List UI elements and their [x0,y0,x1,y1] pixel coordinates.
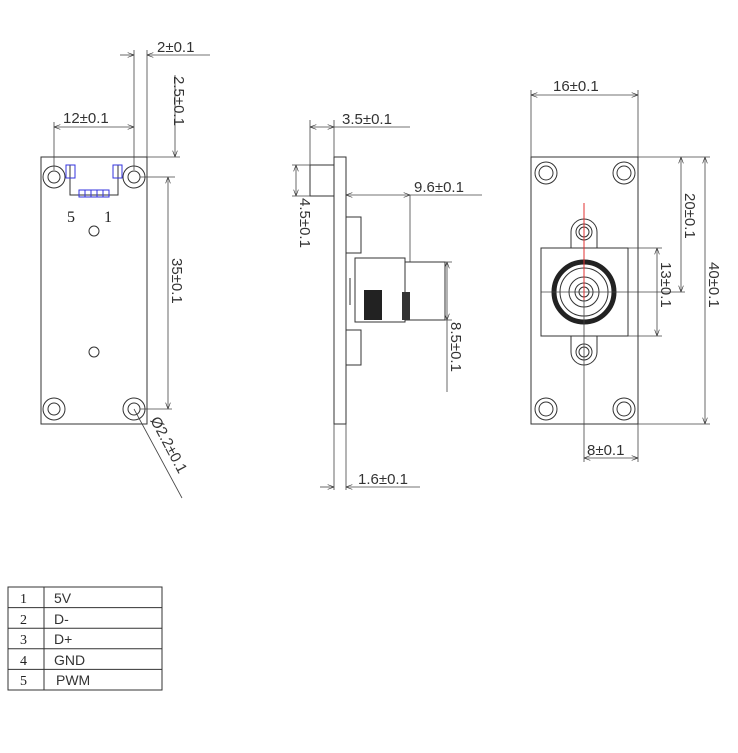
svg-text:D-: D- [54,611,69,627]
svg-text:D+: D+ [54,631,72,647]
svg-text:3: 3 [20,633,27,648]
component-circle [88,225,100,237]
dim-connector-depth: 3.5±0.1 [342,111,392,128]
svg-text:PWM: PWM [56,672,90,688]
svg-text:GND: GND [54,652,85,668]
pinout-table: 1 5V 2 D- 3 D+ 4 GND 5 PWM [7,586,163,691]
dim-lens-depth: 9.6±0.1 [414,179,464,196]
svg-text:5: 5 [20,674,27,689]
back-view: 16±0.1 20±0.1 40±0.1 13±0.1 8±0.1 [530,78,722,462]
pin5-label: 5 [67,209,75,226]
svg-text:1: 1 [20,592,27,607]
dim-width: 16±0.1 [553,78,599,95]
dim-board-thickness: 1.6±0.1 [358,471,408,488]
component-circle [88,346,100,358]
pcb-outline [530,156,639,425]
pinout-row: 1 5V [20,590,72,607]
pinout-row: 2 D- [20,611,69,628]
dim-mount-size: 13±0.1 [657,262,674,308]
side-view: 3.5±0.1 4.5±0.1 9.6±0.1 8.5±0.1 1.6±0.1 [292,111,482,490]
pcb-edge [333,156,347,425]
dim-hole-spacing-vertical: 35±0.1 [168,258,185,304]
pin1-label: 1 [104,209,112,226]
connector-side [309,164,335,197]
dim-connector-height: 4.5±0.1 [296,198,313,248]
dim-center-y: 20±0.1 [681,193,698,239]
dim-lens-diameter: 8.5±0.1 [447,322,464,372]
pinout-row: 4 GND [20,652,85,669]
camera-lens-side [349,257,446,323]
svg-text:4: 4 [20,654,27,669]
svg-text:2: 2 [20,613,27,628]
svg-text:5V: 5V [54,590,72,606]
pinout-row: 3 D+ [20,631,72,648]
dim-hole-spacing: 12±0.1 [63,110,109,127]
usb-connector [65,164,123,198]
dim-center-x: 8±0.1 [587,442,624,459]
dim-hole-offset-y: 2.5±0.1 [170,76,187,126]
component-side [345,216,362,254]
component-side [345,329,362,366]
dim-hole-offset-x: 2±0.1 [157,39,194,56]
dim-height: 40±0.1 [705,262,722,308]
pinout-row: 5 PWM [20,672,90,689]
lens-mount [540,203,685,462]
mounting-holes [534,161,636,421]
front-view: 5 1 12±0.1 2±0.1 2.5±0.1 35±0.1 Ø2.2±0.1 [40,39,210,499]
pcb-outline [40,156,148,425]
mounting-holes [42,165,146,421]
